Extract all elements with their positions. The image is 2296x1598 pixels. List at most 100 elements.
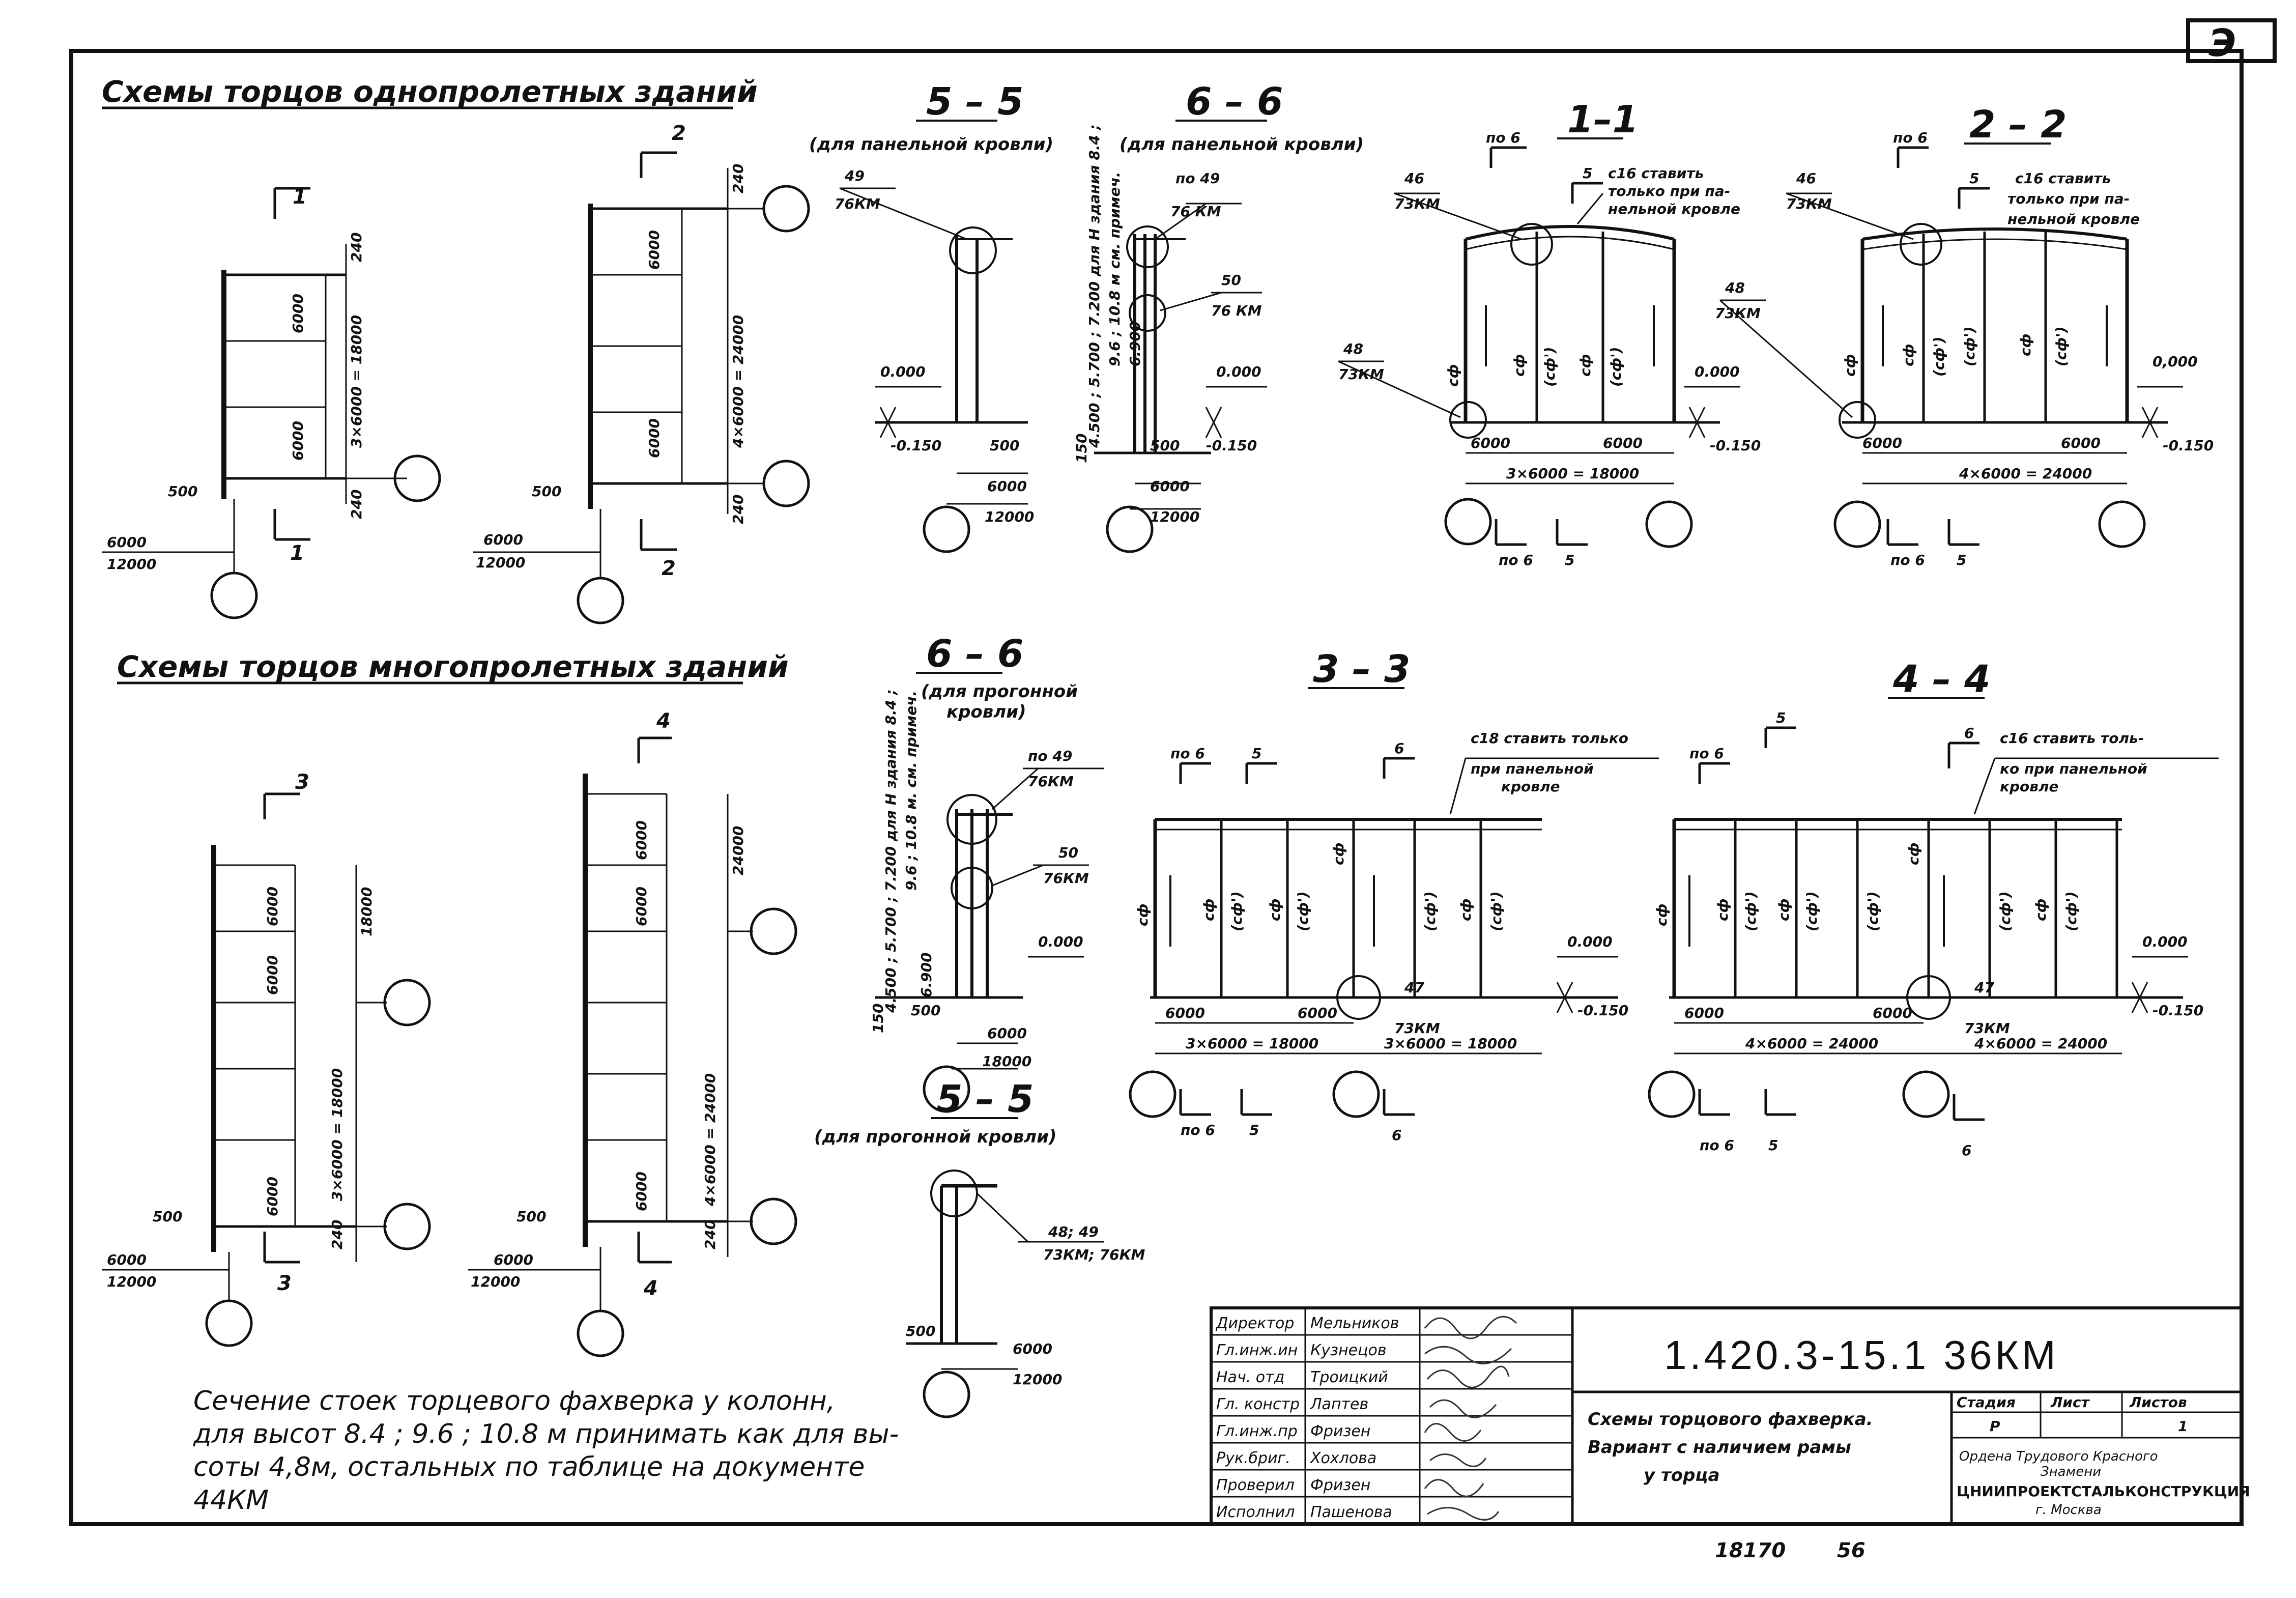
plan-1-s1: 6000 [107, 534, 147, 551]
sec-22-c16c: нельной кровле [2007, 211, 2140, 227]
plan-3-dim-3: 6000 [264, 1177, 281, 1216]
corner-mark: Э [2208, 21, 2236, 65]
sec-55a-drawing [839, 187, 1028, 552]
sec-55b-d3: 12000 [1013, 1371, 1062, 1388]
stage-header: Стадия [1957, 1394, 2016, 1411]
drawing-title-1: Схемы торцового фахверка. [1588, 1409, 1873, 1430]
archive-number: 18170 [1715, 1539, 1786, 1562]
sec-33-sf3: сф [1267, 899, 1283, 921]
sec-11-d2: 6000 [1603, 435, 1643, 451]
sec-66b-vnote: 4.500 ; 5.700 ; 7.200 для H здания 8.4 ; [882, 689, 899, 1013]
sec-11-total: 3×6000 = 18000 [1506, 465, 1639, 482]
plan-1-dim-2: 6000 [290, 421, 306, 461]
plan-4-mark-bot: 4 [643, 1277, 658, 1300]
plan-3-dim-1: 6000 [264, 887, 281, 926]
sec-66b-node1: по 49 [1028, 748, 1072, 764]
sec-66a-node4: 76 КМ [1211, 302, 1262, 319]
sec-33-drawing [1130, 757, 1659, 1117]
sec-22-minus: -0.150 [2163, 437, 2214, 454]
sec-11-c16b: только при па- [1608, 183, 1730, 199]
sec-66b-vnote3: 6.900 [918, 952, 935, 997]
stamp-role-5: Рук.бриг. [1216, 1449, 1290, 1467]
sec-55b-node2: 73КМ; 76КМ [1043, 1246, 1145, 1263]
plan-4-bot: 240 [702, 1220, 719, 1249]
sec-11-c16: с16 ставить [1608, 165, 1704, 182]
sec-22-title: 2 – 2 [1969, 103, 2067, 147]
plan-1-dim-1: 6000 [290, 294, 306, 333]
sec-33-tot1: 3×6000 = 18000 [1186, 1035, 1318, 1052]
plan-4-col: 500 [516, 1208, 546, 1225]
sec-22-sfp2: (сф') [1961, 326, 1978, 366]
plan-3-mark-top: 3 [295, 771, 309, 794]
sec-22-bot2: 5 [1957, 552, 1966, 568]
sec-44-sf2: сф [1714, 899, 1731, 921]
sec-66a-title: 6 – 6 [1186, 80, 1283, 124]
plan-3-s1: 6000 [107, 1251, 147, 1268]
sec-66a-d3: 12000 [1150, 508, 1199, 525]
sec-22-po6: по 6 [1893, 129, 1928, 146]
org-line-3: ЦНИИПРОЕКТСТАЛЬКОНСТРУКЦИЯ [1957, 1483, 2250, 1500]
sec-55b-node1: 48; 49 [1048, 1223, 1099, 1240]
plan-3-mark-bot: 3 [277, 1272, 292, 1295]
stamp-role-6: Проверил [1216, 1476, 1295, 1494]
sec-22-n46: 46 [1796, 170, 1816, 187]
sec-22-n73b: 73КМ [1715, 305, 1761, 322]
note-line-2: для высот 8.4 ; 9.6 ; 10.8 м принимать к… [193, 1419, 899, 1449]
sec-33-sf1: сф [1134, 904, 1151, 926]
sec-22-bot1: по 6 [1890, 552, 1925, 568]
sec-33-sf5: сф [1457, 899, 1474, 921]
plan-2 [473, 151, 809, 623]
sec-22-d1: 6000 [1862, 435, 1902, 451]
sec-44-n73: 73КМ [1964, 1020, 2010, 1037]
sec-33-bot1: по 6 [1181, 1122, 1215, 1138]
sec-44-tot2: 4×6000 = 24000 [1974, 1035, 2107, 1052]
sec-11-drawing [1338, 146, 1740, 547]
sec-33-c18c: кровле [1501, 778, 1560, 795]
sec-44-sf3: сф [1775, 899, 1792, 921]
plan-1-mark-bot: 1 [290, 541, 304, 565]
sec-66a-node1: по 49 [1175, 170, 1220, 187]
sec-33-bot3: 6 [1392, 1127, 1401, 1144]
sec-44-n6: 6 [1964, 725, 1974, 741]
plan-4-dim-2: 6000 [633, 887, 650, 926]
page-number: 56 [1837, 1539, 1866, 1562]
sec-44-sf4: сф [1905, 843, 1922, 865]
sec-44-c16c: кровле [2000, 778, 2059, 795]
sec-66a-level: 0.000 [1216, 363, 1261, 380]
sec-33-sfp1: (сф') [1228, 891, 1245, 931]
corner-box [2186, 18, 2277, 63]
sec-44-n47: 47 [1974, 979, 1994, 996]
sec-44-bot1: по 6 [1700, 1137, 1734, 1154]
plan-4-dim-1: 6000 [633, 820, 650, 860]
sec-44-bot3: 6 [1962, 1142, 1971, 1159]
sheets-header: Листов [2129, 1394, 2187, 1411]
sec-44-sfp5: (сф') [2063, 891, 2080, 931]
sec-66a-minus: -0.150 [1206, 437, 1257, 454]
sec-11-bot2: 5 [1565, 552, 1574, 568]
plan-2-dim-2: 6000 [646, 418, 663, 458]
sec-22-level: 0,000 [2152, 353, 2198, 370]
plan-4-right: 24000 [730, 826, 747, 875]
sec-55a-sub: (для панельной кровли) [809, 134, 1053, 155]
sec-22-total: 4×6000 = 24000 [1959, 465, 2092, 482]
plan-3-right: 18000 [358, 887, 375, 936]
plan-2-col: 500 [532, 483, 561, 500]
sec-33-po6: по 6 [1170, 745, 1205, 762]
sec-33-tot2: 3×6000 = 18000 [1384, 1035, 1517, 1052]
sec-66a-sub: (для панельной кровли) [1120, 134, 1364, 155]
sec-66b-d1: 500 [911, 1002, 940, 1019]
sec-22-n48: 48 [1725, 279, 1745, 296]
stamp-name-4: Фризен [1310, 1422, 1370, 1440]
sec-33-sfp3: (сф') [1422, 891, 1439, 931]
sec-11-sfp2: (сф') [1608, 347, 1624, 387]
sec-11-sf3: сф [1577, 354, 1594, 377]
sec-33-c18: с18 ставить только [1471, 730, 1628, 747]
sec-66a-node3: 50 [1221, 272, 1241, 289]
stamp-name-7: Пашенова [1310, 1503, 1392, 1521]
sec-22-c16b: только при па- [2007, 190, 2130, 207]
sec-33-n47: 47 [1404, 979, 1424, 996]
sec-55a-level: 0.000 [880, 363, 926, 380]
plan-1 [102, 187, 440, 618]
sec-55a-node1: 49 [844, 167, 865, 184]
